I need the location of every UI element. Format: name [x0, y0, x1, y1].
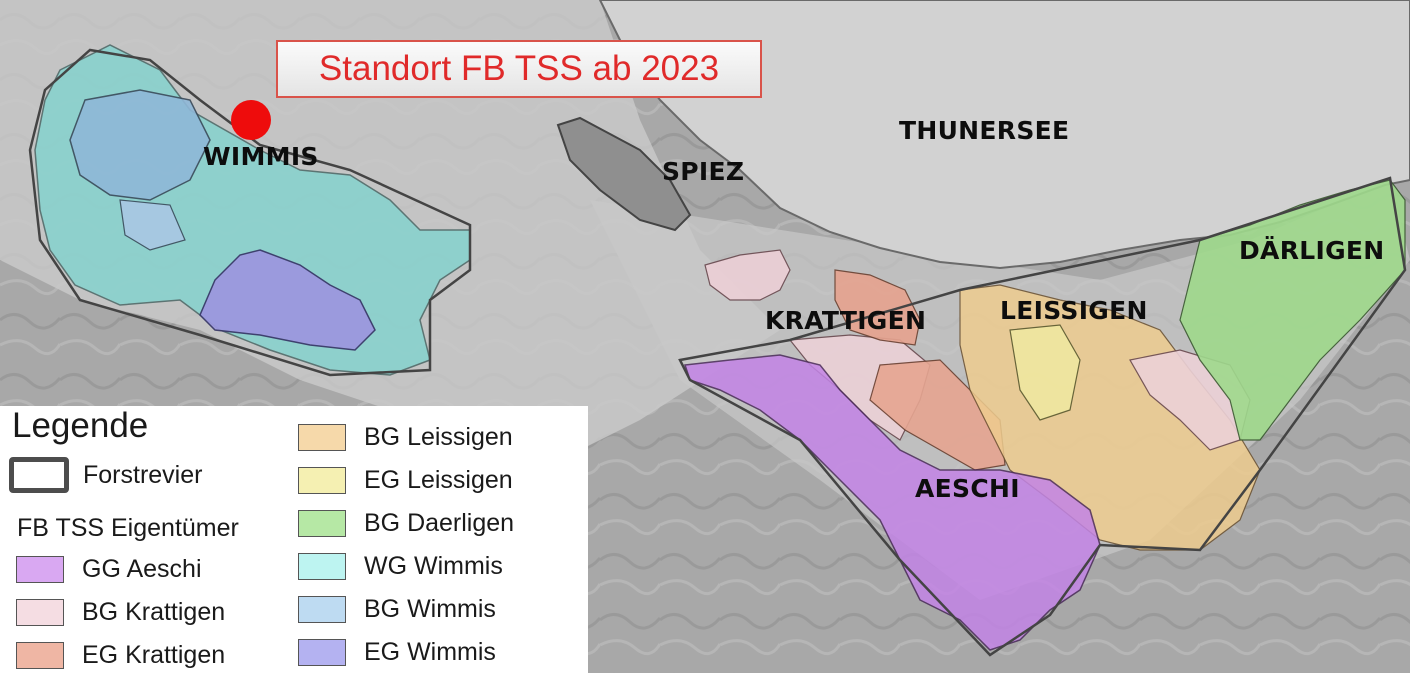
- color-swatch: [298, 466, 346, 494]
- forest-spiez: [556, 116, 692, 232]
- legend-label: BG Wimmis: [364, 594, 496, 623]
- area-eg-wimmis: [199, 249, 376, 351]
- place-label-spiez: SPIEZ: [662, 157, 745, 186]
- place-label-leissigen: LEISSIGEN: [1000, 296, 1148, 325]
- color-swatch: [16, 641, 64, 669]
- forstrevier-swatch: [9, 457, 69, 493]
- map-title: Standort FB TSS ab 2023: [276, 40, 762, 98]
- legend-label: BG Daerligen: [364, 508, 515, 537]
- legend-item: BG Leissigen: [298, 420, 513, 454]
- place-label-wimmis: WIMMIS: [203, 142, 319, 171]
- color-swatch: [298, 595, 346, 623]
- legend-item: EG Leissigen: [298, 463, 513, 497]
- color-swatch: [16, 598, 64, 626]
- color-swatch: [298, 638, 346, 666]
- area-bg-wimmis-2: [119, 199, 186, 251]
- legend-label: BG Krattigen: [82, 597, 226, 626]
- legend-title: Legende: [12, 406, 149, 445]
- legend-label: EG Wimmis: [364, 637, 496, 666]
- legend-item: BG Wimmis: [298, 592, 496, 626]
- legend-item: BG Krattigen: [16, 595, 225, 629]
- color-swatch: [298, 509, 346, 537]
- legend-item: WG Wimmis: [298, 549, 503, 583]
- color-swatch: [298, 552, 346, 580]
- legend-owners-heading: FB TSS Eigentümer: [17, 514, 239, 542]
- legend-label: BG Leissigen: [364, 422, 513, 451]
- area-bg-krattigen: [704, 249, 791, 301]
- legend-label: EG Krattigen: [82, 640, 226, 669]
- legend-item: GG Aeschi: [16, 552, 202, 586]
- map-legend: Legende Forstrevier FB TSS Eigentümer GG…: [0, 406, 588, 673]
- forstrevier-boundary: [28, 48, 472, 377]
- place-label-thunersee: THUNERSEE: [899, 116, 1070, 145]
- legend-item: EG Krattigen: [16, 638, 225, 672]
- legend-label: WG Wimmis: [364, 551, 503, 580]
- forstrevier-boundary-south: [678, 176, 1407, 657]
- area-eg-leissigen: [1009, 324, 1081, 421]
- legend-item: BG Daerligen: [298, 506, 514, 540]
- area-eg-krattigen: [834, 269, 921, 346]
- legend-label: Forstrevier: [83, 460, 203, 489]
- area-eg-krattigen-2: [869, 359, 1006, 471]
- legend-item: EG Wimmis: [298, 635, 496, 669]
- area-bg-daerligen: [1179, 179, 1406, 441]
- place-label-daerligen: DÄRLIGEN: [1239, 236, 1385, 265]
- legend-label: GG Aeschi: [82, 554, 202, 583]
- color-swatch: [16, 555, 64, 583]
- location-marker: [231, 100, 271, 140]
- legend-label: EG Leissigen: [364, 465, 513, 494]
- color-swatch: [298, 423, 346, 451]
- legend-item-forstrevier: Forstrevier: [9, 457, 203, 493]
- area-bg-wimmis: [69, 89, 211, 201]
- place-label-aeschi: AESCHI: [915, 474, 1020, 503]
- place-label-krattigen: KRATTIGEN: [765, 306, 927, 335]
